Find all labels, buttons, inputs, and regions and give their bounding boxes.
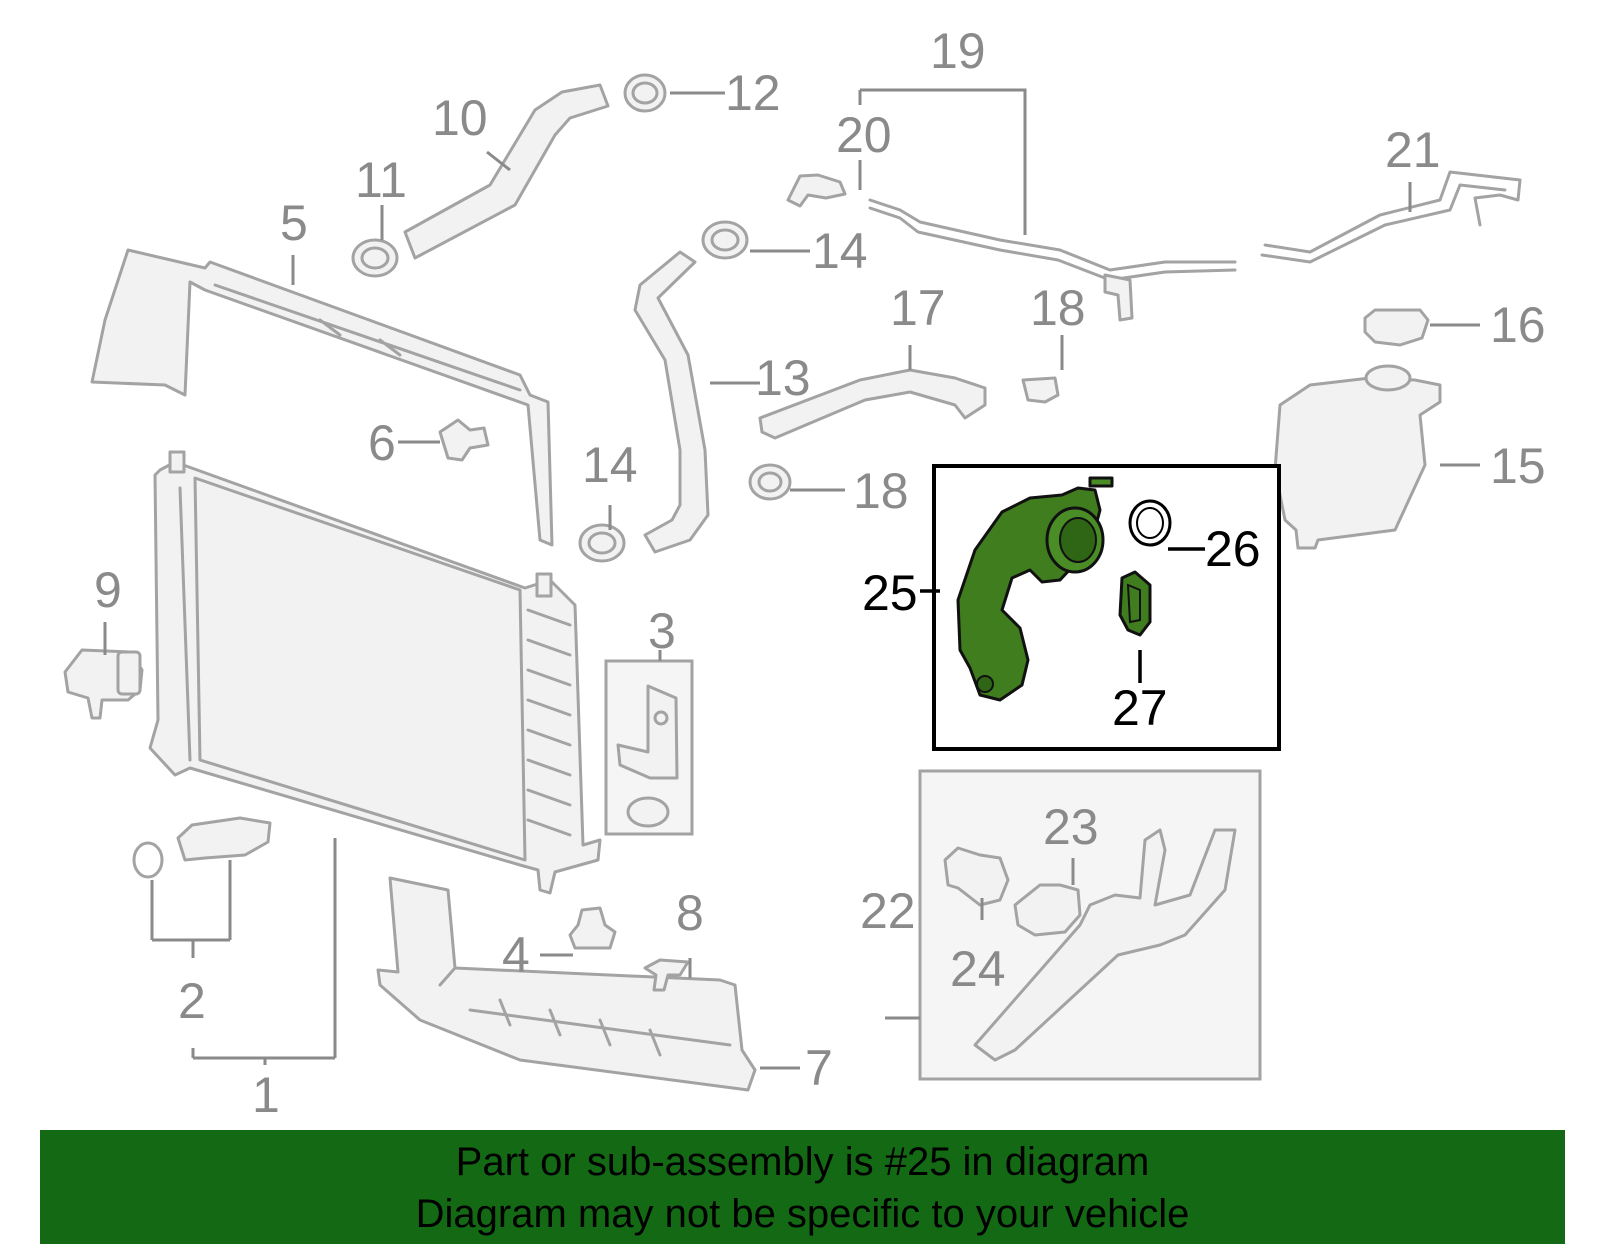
part-4-push-clip bbox=[568, 906, 617, 950]
part-3-bracket-kit bbox=[604, 659, 694, 836]
banner-line-1: Part or sub-assembly is #25 in diagram bbox=[455, 1140, 1150, 1184]
part-19-pipe-assembly bbox=[786, 173, 1237, 322]
part-11-clamp bbox=[351, 238, 399, 278]
part-16-cap bbox=[1363, 308, 1430, 347]
part-7-air-deflector bbox=[376, 876, 757, 1092]
callout-12: 12 bbox=[725, 65, 781, 121]
part-13-lower-hose bbox=[633, 250, 710, 554]
callout-23: 23 bbox=[1043, 799, 1099, 855]
callout-21: 21 bbox=[1385, 122, 1441, 178]
callout-11: 11 bbox=[355, 152, 407, 208]
callout-1: 1 bbox=[252, 1067, 280, 1123]
part-26-gasket bbox=[1128, 499, 1172, 547]
part-27-seal bbox=[1118, 570, 1152, 637]
callout-14a: 14 bbox=[812, 223, 868, 279]
highlight-box-part-25 bbox=[932, 464, 1281, 751]
part-6-push-pin bbox=[438, 418, 490, 462]
part-10-upper-hose bbox=[403, 83, 610, 260]
callout-5: 5 bbox=[280, 195, 308, 251]
callout-numbers: 1 2 3 4 5 6 7 8 9 10 11 12 13 14 14 15 1… bbox=[94, 23, 1546, 1123]
callout-8: 8 bbox=[676, 885, 704, 941]
part-5-air-baffle bbox=[90, 248, 554, 547]
part-9-sensor bbox=[63, 648, 144, 720]
part-21-pipe bbox=[1260, 170, 1522, 264]
part-2-sensor-seal bbox=[132, 816, 272, 879]
callout-27: 27 bbox=[1112, 680, 1168, 736]
info-banner: Part or sub-assembly is #25 in diagram D… bbox=[40, 1130, 1565, 1244]
callout-25: 25 bbox=[862, 565, 918, 621]
callout-18a: 18 bbox=[1030, 280, 1086, 336]
leader-lines bbox=[103, 88, 1480, 1070]
callout-22: 22 bbox=[860, 883, 916, 939]
callout-3: 3 bbox=[648, 603, 676, 659]
callout-13: 13 bbox=[755, 350, 811, 406]
callout-17: 17 bbox=[890, 280, 946, 336]
part-15-reservoir bbox=[1273, 364, 1442, 550]
part-22-outlet-assembly-box bbox=[918, 769, 1262, 1081]
callout-19: 19 bbox=[930, 23, 986, 79]
callout-7: 7 bbox=[805, 1040, 833, 1096]
callout-16: 16 bbox=[1490, 297, 1546, 353]
callout-14b: 14 bbox=[582, 437, 638, 493]
part-18-clamps bbox=[748, 376, 1060, 501]
part-12-clamp bbox=[623, 73, 667, 113]
callout-15: 15 bbox=[1490, 438, 1546, 494]
callout-20: 20 bbox=[836, 107, 892, 163]
part-14-clamps bbox=[578, 220, 749, 563]
callout-18b: 18 bbox=[853, 463, 909, 519]
leader-lines-highlighted bbox=[920, 547, 1205, 683]
callout-9: 9 bbox=[94, 562, 122, 618]
part-1-radiator bbox=[148, 450, 602, 895]
banner-line-2: Diagram may not be specific to your vehi… bbox=[415, 1192, 1190, 1236]
callout-4: 4 bbox=[502, 927, 530, 983]
callout-6: 6 bbox=[368, 415, 396, 471]
callout-24: 24 bbox=[950, 941, 1006, 997]
callout-2: 2 bbox=[178, 973, 206, 1029]
part-25-water-outlet bbox=[956, 476, 1114, 702]
callout-10: 10 bbox=[432, 90, 488, 146]
callout-26: 26 bbox=[1205, 521, 1261, 577]
part-8-pin bbox=[643, 958, 690, 992]
